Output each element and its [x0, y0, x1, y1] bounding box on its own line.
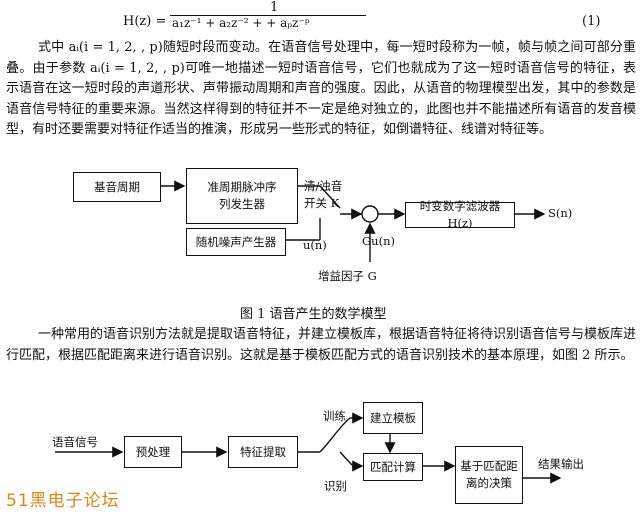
- paragraph-1: 式中 aᵢ(i = 1, 2, , p)随短时段而变动。在语音信号处理中，每一短…: [6, 40, 636, 137]
- equation-number: (1): [582, 14, 601, 29]
- noise-generator-label: 随机噪声产生器: [195, 234, 277, 249]
- recognition-label: 识别: [324, 479, 347, 493]
- build-template-box: 建立模板: [363, 402, 423, 434]
- distance-decision-label-2: 离的决策: [466, 476, 512, 490]
- pitch-period-box: 基音周期: [73, 172, 161, 202]
- multiplier-output-label: Gu(n): [362, 234, 395, 248]
- equation-lhs: H(z) =: [123, 14, 167, 29]
- pulse-generator-label-2: 列发生器: [219, 197, 265, 211]
- switch-label-1: 清/浊音: [304, 179, 343, 193]
- equation-fraction-bar: [170, 15, 366, 16]
- pulse-generator-label-1: 准周期脉冲序: [207, 180, 277, 194]
- build-template-label: 建立模板: [370, 410, 416, 425]
- equation-numerator: 1: [270, 0, 279, 15]
- preprocess-label: 预处理: [135, 444, 171, 459]
- feature-extraction-box: 特征提取: [228, 436, 298, 468]
- equation-denominator: a₁z⁻¹ + a₂z⁻² + + aₚz⁻ᵖ: [172, 16, 310, 30]
- noise-output-label: u(n): [303, 238, 327, 252]
- match-calculation-label: 匹配计算: [370, 459, 416, 474]
- gain-factor-label: 增益因子 G: [318, 269, 377, 283]
- result-output-label: 结果输出: [538, 457, 584, 471]
- switch-label-2: 开关 K: [304, 196, 340, 210]
- preprocess-box: 预处理: [124, 436, 182, 468]
- training-label: 训练: [323, 409, 346, 423]
- pitch-period-label: 基音周期: [94, 179, 140, 194]
- time-varying-filter-label: 时变数字滤波器 H(z): [419, 199, 501, 230]
- distance-decision-box: 基于匹配距 离的决策: [455, 446, 523, 504]
- feature-extraction-label: 特征提取: [240, 444, 286, 459]
- distance-decision-label-1: 基于匹配距: [460, 459, 518, 473]
- pulse-generator-box: 准周期脉冲序 列发生器: [186, 168, 298, 224]
- time-varying-filter-box: 时变数字滤波器 H(z): [405, 199, 515, 230]
- speech-signal-label: 语音信号: [52, 435, 98, 449]
- figure-1-caption: 图 1 语音产生的数学模型: [240, 307, 387, 322]
- speech-output-label: S(n): [548, 206, 573, 220]
- match-calculation-box: 匹配计算: [363, 453, 423, 481]
- site-watermark: 51黑电子论坛: [6, 491, 120, 511]
- paragraph-2: 一种常用的语音识别方法就是提取语音特征，并建立模板库，根据语音特征将待识别语音信…: [6, 327, 637, 363]
- noise-generator-box: 随机噪声产生器: [186, 228, 286, 256]
